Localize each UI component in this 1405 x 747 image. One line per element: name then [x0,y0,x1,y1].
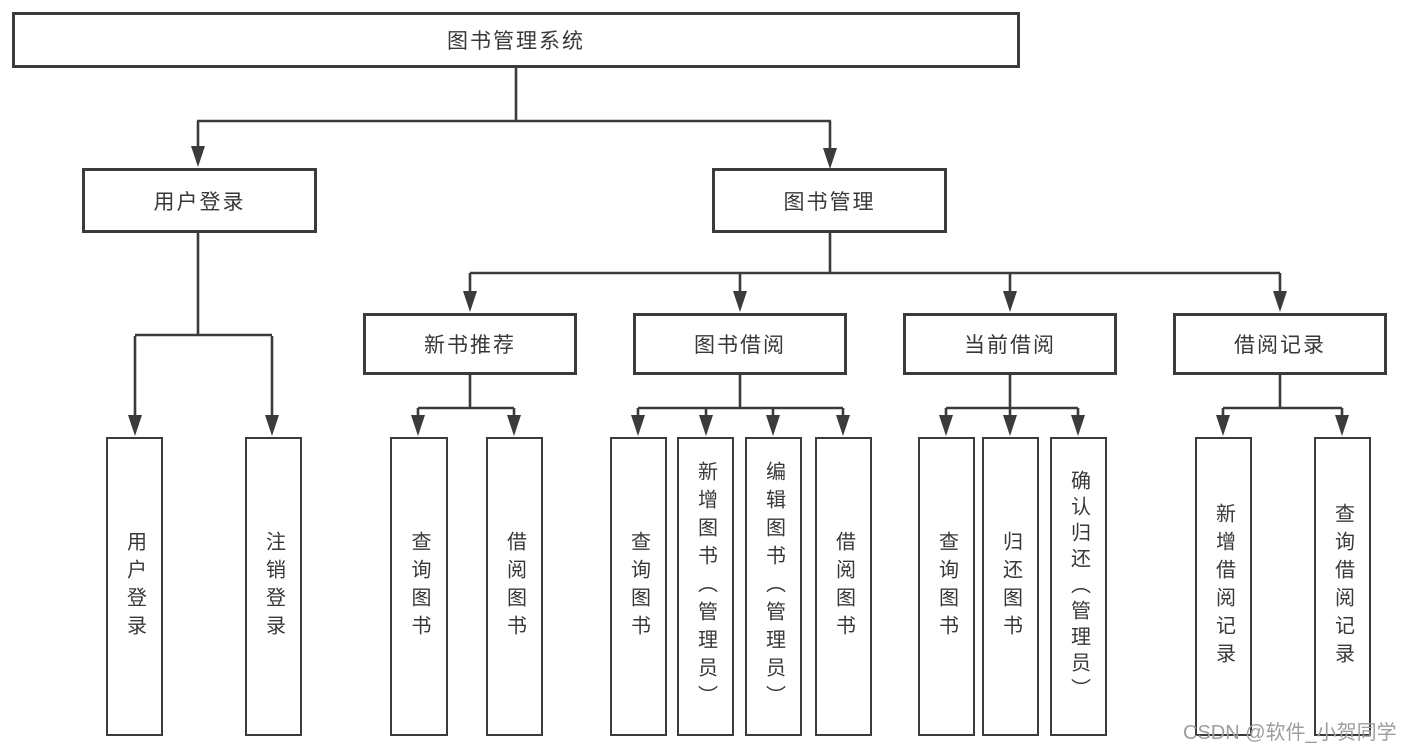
node-label: 编辑图书（管理员） [762,460,785,713]
node-label: 确认归还（管理员） [1067,469,1090,704]
node-book-borrow: 图书借阅 [633,313,847,375]
node-new-book-recommend: 新书推荐 [363,313,577,375]
node-leaf-add-borrow-record: 新增借阅记录 [1195,437,1252,736]
node-label: 借阅图书 [503,530,526,643]
node-label: 新增借阅记录 [1212,502,1235,671]
node-label: 借阅图书 [832,530,855,643]
node-label: 新书推荐 [424,334,516,357]
node-library-management-system: 图书管理系统 [12,12,1020,68]
node-label: 用户登录 [123,530,146,643]
node-leaf-edit-book-admin: 编辑图书（管理员） [745,437,802,736]
node-label: 查询图书 [408,530,430,643]
node-label: 图书借阅 [694,334,786,357]
node-label: 查询图书 [935,530,958,643]
node-user-login: 用户登录 [82,168,317,233]
node-current-borrow: 当前借阅 [903,313,1117,375]
node-label: 查询借阅记录 [1331,502,1354,671]
node-label: 当前借阅 [964,334,1056,357]
csdn-watermark: CSDN @软件_小贺同学 [1183,722,1397,744]
node-label: 查询图书 [627,530,650,643]
node-leaf-logout: 注销登录 [245,437,302,736]
node-leaf-query-books-1: 查询图书 [390,437,448,736]
node-borrow-records: 借阅记录 [1173,313,1387,375]
node-leaf-add-book-admin: 新增图书（管理员） [677,437,734,736]
node-label: 新增图书（管理员） [694,460,717,713]
node-label: 图书管理系统 [447,30,585,53]
node-leaf-borrow-books-2: 借阅图书 [815,437,872,736]
node-leaf-query-books-3: 查询图书 [918,437,975,736]
node-label: 注销登录 [262,530,285,643]
node-leaf-query-borrow-record: 查询借阅记录 [1314,437,1371,736]
arrowheads [128,146,1349,436]
node-label: 用户登录 [153,190,246,214]
node-leaf-user-login: 用户登录 [106,437,163,736]
node-leaf-confirm-return-admin: 确认归还（管理员） [1050,437,1107,736]
node-label: 图书管理 [783,190,876,214]
node-label: 归还图书 [999,530,1022,643]
node-leaf-borrow-books-1: 借阅图书 [486,437,543,736]
node-leaf-return-books: 归还图书 [982,437,1039,736]
node-leaf-query-books-2: 查询图书 [610,437,667,736]
node-book-management: 图书管理 [712,168,947,233]
node-label: 借阅记录 [1234,334,1326,357]
